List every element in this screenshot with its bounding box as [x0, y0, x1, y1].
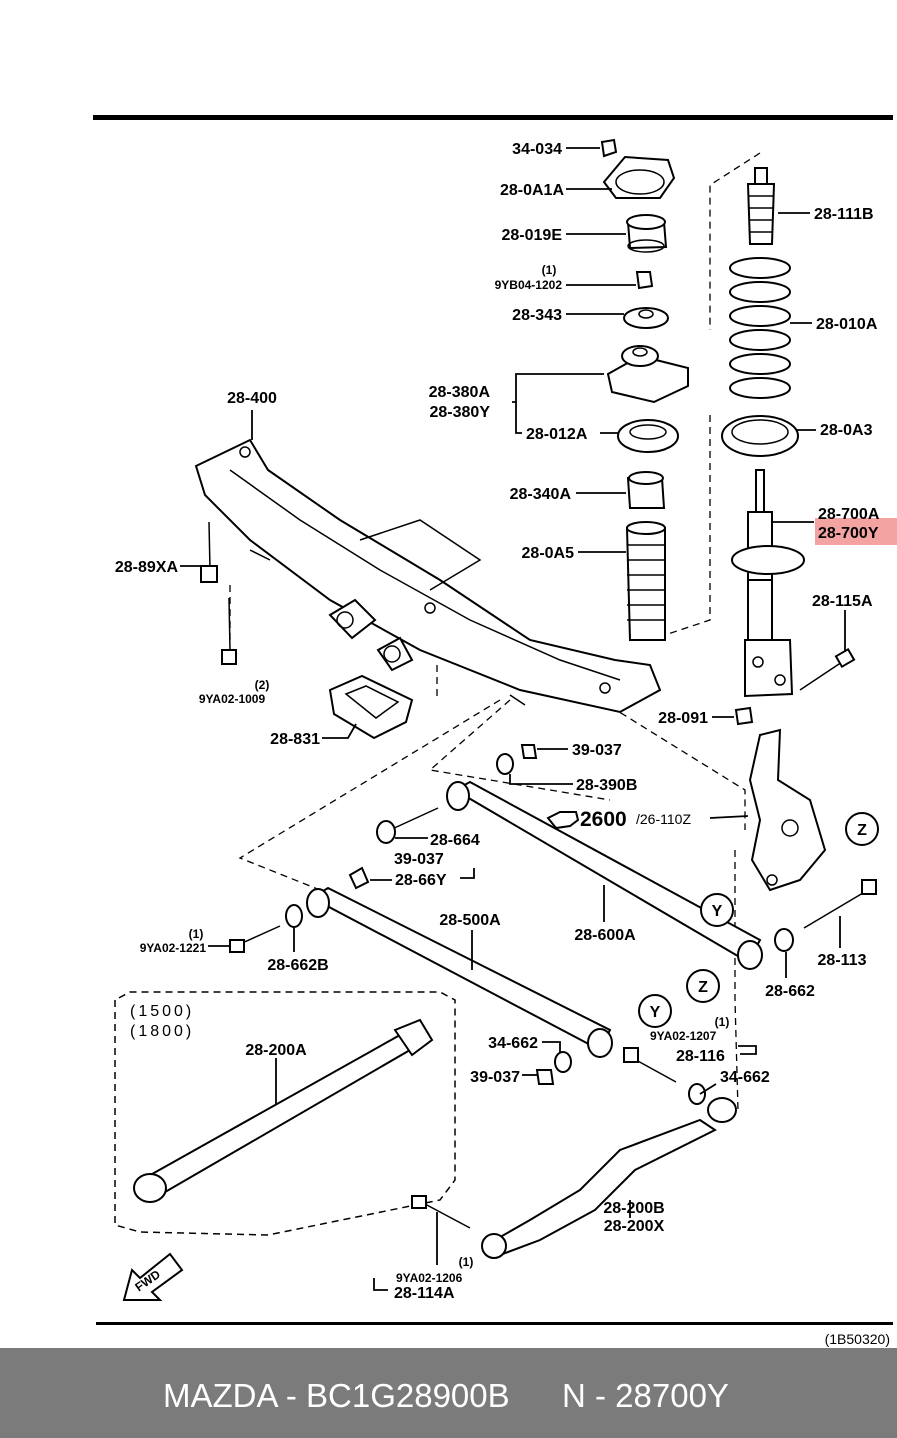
marker-z-lower-label: Z [698, 979, 708, 996]
label-34-034: 34-034 [512, 141, 562, 158]
leader-lines [180, 147, 846, 1291]
fwd-arrow-icon: FWD [122, 1252, 184, 1301]
label-9YA02-1221: 9YA02-1221 [140, 941, 207, 955]
marker-y-lower: Y [638, 994, 672, 1028]
label-28-400: 28-400 [227, 390, 277, 407]
part-info-footer: MAZDA - BC1G28900B N - 28700Y [0, 1348, 897, 1438]
exploded-parts-diagram: Z Y Z Y [93, 115, 897, 1347]
part-number: N - 28700Y [562, 1377, 729, 1414]
label-28-380A: 28-380A [429, 384, 491, 401]
label-9YB04-1202: 9YB04-1202 [495, 278, 563, 292]
label-28-700Y: 28-700Y [818, 525, 879, 542]
lateral-link-28-600A [446, 780, 763, 970]
label-39-037-mid: 39-037 [394, 851, 444, 868]
hand-pointer-icon [546, 811, 580, 830]
label-28-200X: 28-200X [604, 1218, 665, 1235]
label-28-0A1A: 28-0A1A [500, 182, 564, 199]
target-part-highlight [815, 518, 897, 545]
label-28-116: 28-116 [676, 1048, 725, 1065]
top-border-line [93, 115, 893, 120]
label-variant-1500: (1500) [130, 1003, 194, 1020]
label-9YA02-1009-qty: (2) [255, 678, 270, 692]
label-28-66Y: 28-66Y [395, 872, 447, 889]
label-9YA02-1221-qty: (1) [189, 927, 204, 941]
label-9YB04-qty: (1) [542, 263, 557, 277]
label-34-662-right: 34-662 [720, 1069, 770, 1086]
label-28-111B: 28-111B [814, 206, 874, 223]
nut-34-034 [600, 138, 618, 158]
trailing-arm-28-200A [114, 991, 456, 1236]
crossmember-28-400 [194, 438, 662, 714]
coil-spring-28-010A [729, 257, 791, 399]
marker-y-upper: Y [700, 893, 734, 927]
bottom-border-line [96, 1322, 893, 1325]
bumper-28-340A [626, 471, 666, 509]
washer-28-343 [623, 307, 669, 329]
label-28-0A5: 28-0A5 [522, 545, 575, 562]
label-39-037-low: 39-037 [470, 1069, 520, 1086]
bolt-28-115A [799, 647, 856, 691]
label-39-037-top: 39-037 [572, 742, 622, 759]
shock-absorber-28-700 [731, 469, 805, 698]
label-28-091: 28-091 [658, 710, 708, 727]
bolt-28-89XA [200, 521, 218, 583]
bound-stopper-28-019E [626, 214, 668, 253]
label-28-0A3: 28-0A3 [820, 422, 873, 439]
label-28-662: 28-662 [765, 983, 815, 1000]
label-9YA02-1009: 9YA02-1009 [199, 692, 266, 706]
label-28-012A: 28-012A [526, 426, 588, 443]
mount-28-380A [606, 345, 689, 404]
marker-z-lower: Z [686, 969, 720, 1003]
lateral-link-28-500A [306, 886, 613, 1058]
label-28-662B: 28-662B [267, 957, 328, 974]
label-28-500A: 28-500A [439, 912, 501, 929]
knuckle-26-110Z [748, 728, 827, 892]
label-28-115A: 28-115A [812, 593, 873, 610]
label-9YA02-1206-qty: (1) [459, 1255, 474, 1269]
bump-stop-28-111B [746, 167, 776, 245]
label-28-113: 28-113 [818, 952, 867, 969]
label-26-110Z: /26-110Z [636, 811, 691, 827]
spring-seat-28-0A3 [721, 415, 799, 457]
label-28-390B: 28-390B [576, 777, 637, 794]
label-9YA02-1206: 9YA02-1206 [396, 1271, 463, 1285]
label-28-114A: 28-114A [394, 1285, 455, 1302]
small-hardware [229, 744, 877, 1105]
insulator-plate-28-0A1A [602, 155, 676, 199]
label-28-380Y: 28-380Y [430, 404, 491, 421]
label-2600: 2600 [580, 808, 627, 831]
nut-28-091 [734, 706, 754, 726]
label-28-600A: 28-600A [574, 927, 636, 944]
label-9YA02-1207: 9YA02-1207 [650, 1029, 717, 1043]
label-28-700A: 28-700A [818, 506, 880, 523]
rubber-pad-28-831 [328, 674, 414, 740]
nut-9YB04-1202 [635, 271, 654, 290]
label-28-340A: 28-340A [510, 486, 572, 503]
label-28-200B: 28-200B [603, 1200, 664, 1217]
marker-y-upper-label: Y [712, 903, 723, 920]
part-labels: 34-034 28-0A1A 28-019E (1) 9YB04-1202 28… [115, 141, 890, 1347]
label-28-831: 28-831 [270, 731, 320, 748]
marker-z-right: Z [845, 812, 879, 846]
label-28-89XA: 28-89XA [115, 559, 179, 576]
trailing-arm-28-200B [411, 1097, 737, 1259]
marker-y-lower-label: Y [650, 1004, 661, 1021]
label-28-200A: 28-200A [245, 1042, 307, 1059]
label-28-019E: 28-019E [502, 227, 563, 244]
label-variant-1800: (1800) [130, 1023, 194, 1040]
dust-boot-28-0A5 [625, 521, 666, 641]
label-34-662-left: 34-662 [488, 1035, 538, 1052]
label-28-664: 28-664 [430, 832, 480, 849]
marker-z-right-label: Z [857, 822, 867, 839]
bolt-9YA02-1009 [221, 597, 237, 665]
strut-mount-parts [600, 138, 689, 641]
label-28-343: 28-343 [512, 307, 562, 324]
spring-strut-parts [721, 167, 856, 726]
catalog-reference: (1B50320) [825, 1331, 890, 1347]
label-9YA02-1207-qty: (1) [715, 1015, 730, 1029]
brand-part-code: MAZDA - BC1G28900B [163, 1377, 510, 1414]
seat-28-012A [617, 419, 679, 453]
label-28-010A: 28-010A [816, 316, 878, 333]
